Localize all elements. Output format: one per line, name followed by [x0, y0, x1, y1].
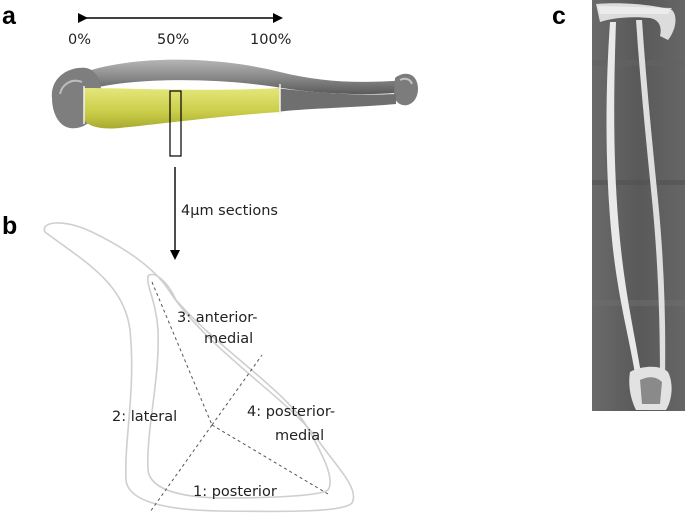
scale-label-mid: 50% — [157, 32, 189, 48]
cross-section-outline — [43, 222, 355, 513]
region-label-lateral: 2: lateral — [112, 409, 177, 425]
scale-label-end: 100% — [250, 32, 291, 48]
region-label-anterior-medial-2: medial — [204, 331, 253, 347]
region-label-posterior: 1: posterior — [193, 484, 277, 500]
ct-scan-image — [592, 0, 685, 411]
panel-letter-a: a — [2, 2, 17, 30]
section-box — [169, 90, 182, 157]
region-label-posterior-medial-2: medial — [275, 428, 324, 444]
section-arrow-label: 4µm sections — [181, 203, 278, 219]
scale-label-start: 0% — [68, 32, 91, 48]
bone-rendering — [51, 59, 418, 129]
panel-letter-b: b — [2, 212, 17, 240]
region-label-posterior-medial: 4: posterior- — [247, 404, 335, 420]
region-label-anterior-medial: 3: anterior- — [177, 310, 258, 326]
panel-letter-c: c — [552, 2, 566, 30]
quadrant-dividers — [149, 281, 329, 513]
